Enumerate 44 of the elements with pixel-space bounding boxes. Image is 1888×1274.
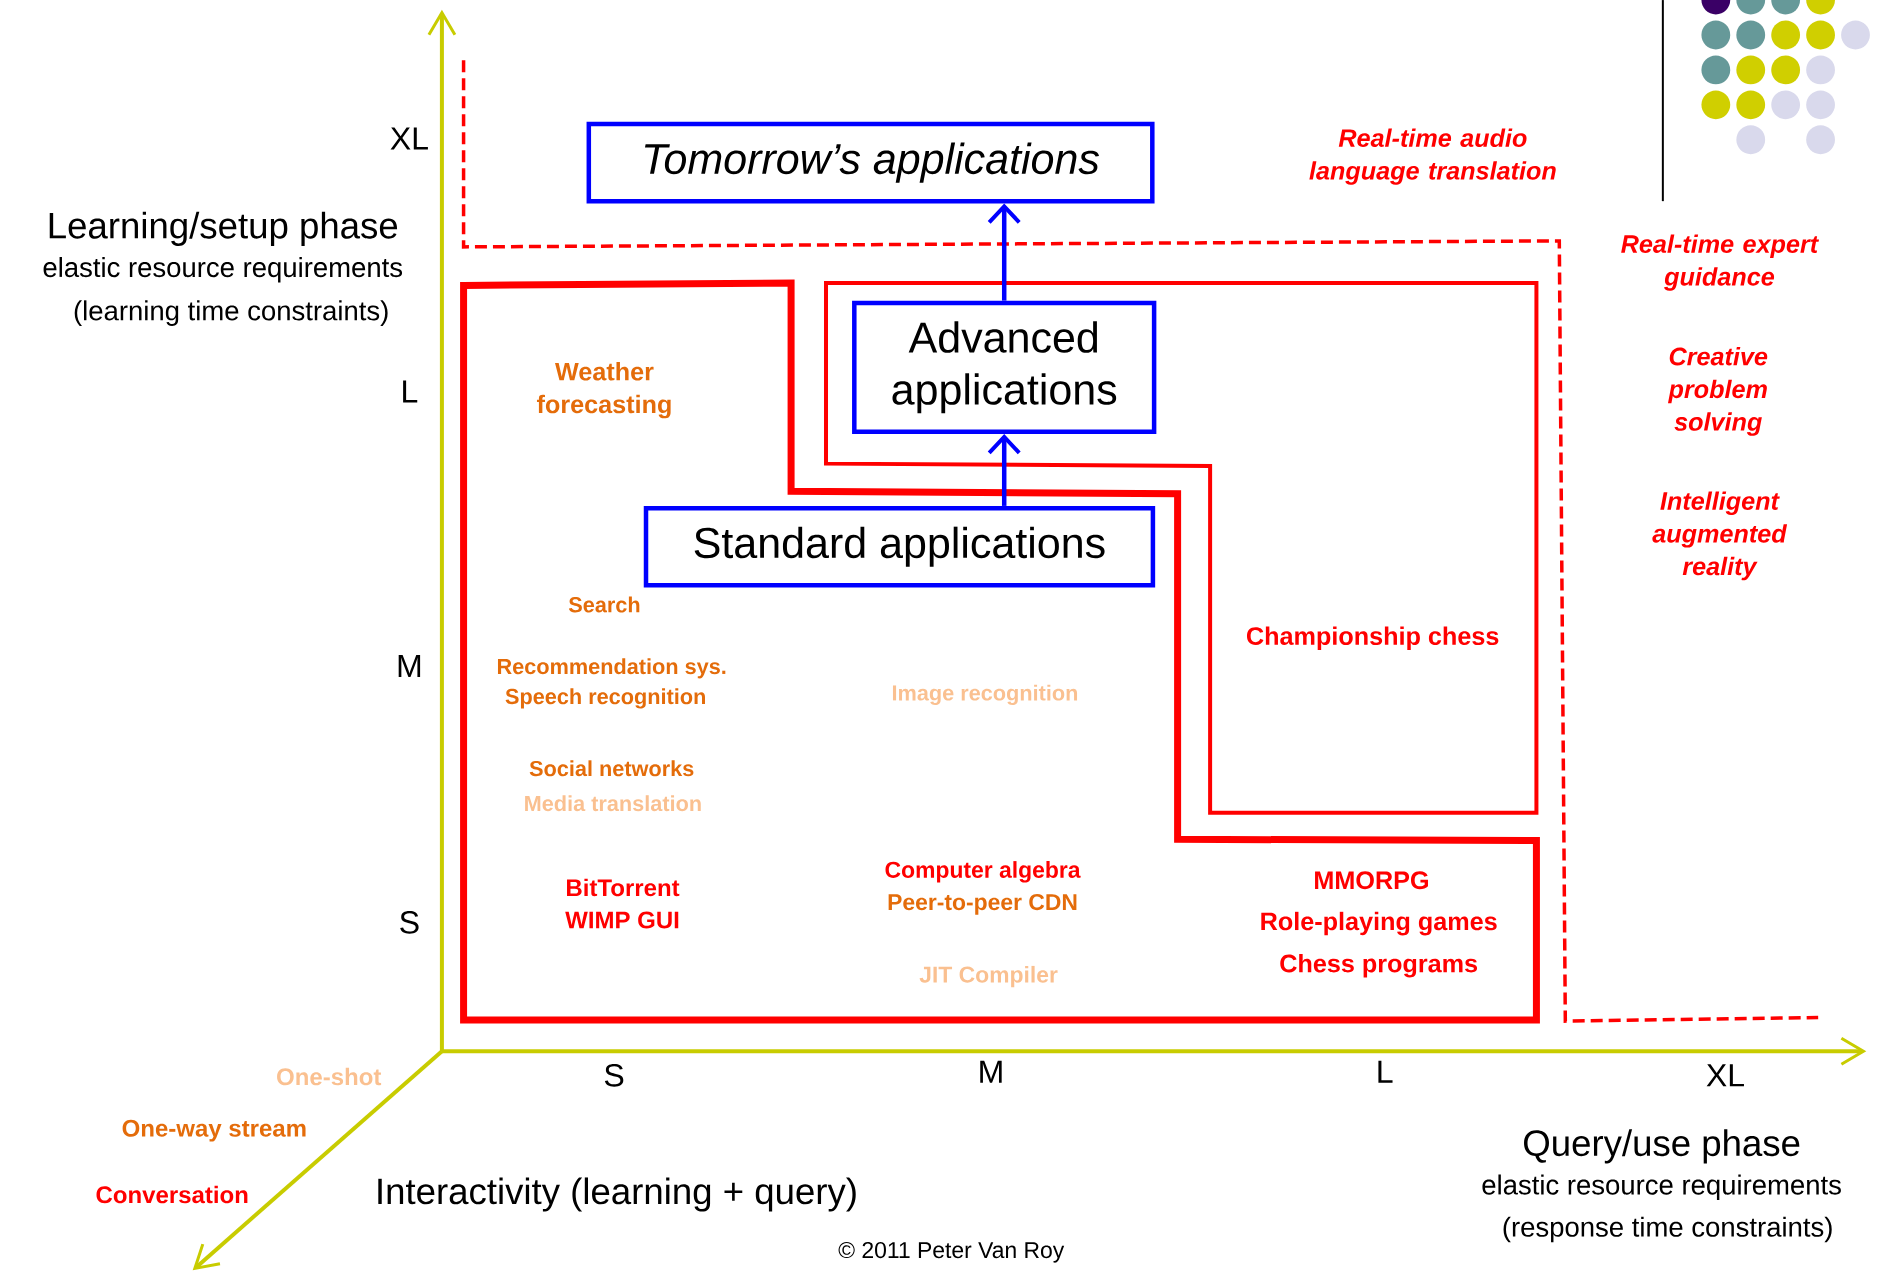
- application-label: Peer-to-peer CDN: [888, 893, 1077, 915]
- axis-title: Query/use phase: [1524, 1129, 1800, 1164]
- application-label: Image recognition: [892, 684, 1078, 705]
- axis-tick: S: [400, 911, 419, 934]
- application-label: Role-playing games: [1261, 911, 1497, 936]
- application-label: Weather forecasting: [536, 362, 671, 419]
- application-label: JIT Compiler: [919, 965, 1058, 988]
- axis-title: Learning/setup phase: [49, 211, 398, 246]
- future-application-label: Real-time expert guidance: [1621, 234, 1819, 291]
- interactivity-level: One-way stream: [122, 1119, 306, 1142]
- axis-subtitle: (response time constraints): [1503, 1216, 1832, 1243]
- axis-tick: M: [398, 654, 421, 677]
- application-label: MMORPG: [1315, 871, 1428, 890]
- axis-tick: XL: [390, 127, 428, 150]
- application-label: Social networks: [529, 760, 694, 777]
- axis-tick: L: [403, 380, 418, 403]
- interactivity-level: Conversation: [96, 1185, 248, 1204]
- axis-tick: M: [980, 1060, 1002, 1083]
- application-label: Search: [568, 596, 640, 613]
- application-label: Speech recognition: [505, 688, 705, 709]
- axis-tick: L: [1378, 1060, 1393, 1083]
- application-box: Standard applications: [643, 505, 1156, 588]
- application-label: Media translation: [525, 795, 701, 812]
- application-label: WIMP GUI: [565, 911, 679, 929]
- future-application-label: Intelligent augmented reality: [1652, 491, 1788, 581]
- application-box: Tomorrow’s applications: [586, 121, 1155, 204]
- arrow: [987, 203, 1021, 301]
- interactivity-level: One-shot: [277, 1067, 382, 1086]
- axis-title: Interactivity (learning + query): [378, 1177, 856, 1212]
- arrow: [987, 433, 1021, 506]
- application-label: Chess programs: [1280, 953, 1478, 978]
- application-box: Advanced applications: [852, 300, 1157, 434]
- axis-subtitle: elastic resource requirements: [1482, 1174, 1841, 1201]
- application-label: Recommendation sys.: [497, 658, 726, 679]
- future-application-label: Real-time audio language translation: [1309, 128, 1556, 185]
- application-label: Computer algebra: [885, 861, 1081, 883]
- axis-subtitle: (learning time constraints): [74, 300, 388, 326]
- copyright-note: © 2011 Peter Van Roy: [838, 1241, 1065, 1263]
- application-label: Championship chess: [1246, 626, 1499, 650]
- axis-tick: XL: [1706, 1064, 1744, 1087]
- application-label: BitTorrent: [567, 878, 680, 897]
- axis-tick: S: [604, 1064, 624, 1087]
- axis-subtitle: elastic resource requirements: [43, 257, 403, 283]
- future-application-label: Creative problem solving: [1668, 346, 1768, 436]
